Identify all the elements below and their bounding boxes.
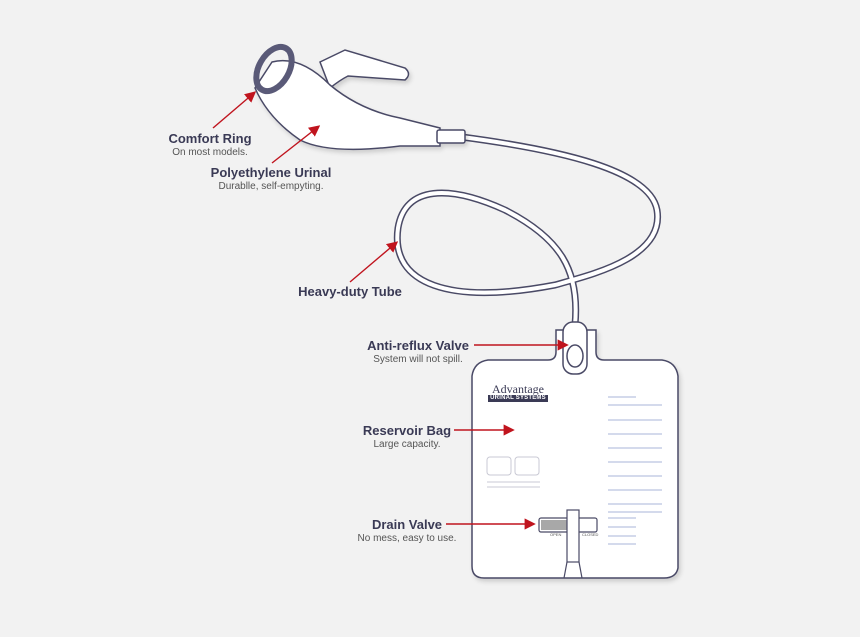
- brand-tagline: URINAL SYSTEMS: [488, 395, 548, 402]
- arrow-tube: [349, 241, 399, 283]
- brand-logo: Advantage URINAL SYSTEMS: [488, 383, 548, 402]
- callout-arrows: [212, 91, 569, 530]
- label-anti-reflux: Anti-reflux Valve System will not spill.: [358, 338, 478, 365]
- urinal-title: Polyethylene Urinal: [210, 165, 332, 180]
- anti-reflux-title: Anti-reflux Valve: [367, 338, 469, 353]
- anti-reflux-sub: System will not spill.: [373, 354, 463, 365]
- drain-valve: [538, 509, 598, 579]
- brand-name: Advantage: [492, 382, 544, 396]
- label-reservoir: Reservoir Bag Large capacity.: [355, 423, 459, 450]
- heavy-duty-tube: [393, 133, 661, 329]
- label-urinal: Polyethylene Urinal Durablle, self-empyt…: [200, 165, 342, 192]
- label-tube: Heavy-duty Tube: [290, 284, 410, 299]
- label-comfort-ring: Comfort Ring On most models.: [160, 131, 260, 158]
- arrow-urinal: [271, 125, 321, 164]
- arrow-comfort-ring: [212, 91, 257, 129]
- anti-reflux-valve: [562, 321, 588, 375]
- comfort-ring: [253, 43, 295, 95]
- reservoir-bag: [471, 329, 679, 579]
- label-drain: Drain Valve No mess, easy to use.: [352, 517, 462, 544]
- volume-gauge: [608, 396, 662, 545]
- comfort-ring-sub: On most models.: [172, 147, 248, 158]
- drain-sub: No mess, easy to use.: [357, 533, 457, 544]
- bag-label-boxes: [486, 456, 540, 488]
- polyethylene-urinal: [254, 49, 466, 151]
- drain-title: Drain Valve: [371, 517, 443, 532]
- urinal-sub: Durablle, self-empyting.: [218, 181, 324, 192]
- tube-title: Heavy-duty Tube: [298, 284, 402, 299]
- comfort-ring-title: Comfort Ring: [168, 131, 252, 146]
- valve-open-label: OPEN: [550, 532, 562, 537]
- reservoir-title: Reservoir Bag: [362, 423, 452, 438]
- valve-closed-label: CLOSED: [582, 532, 599, 537]
- reservoir-sub: Large capacity.: [373, 439, 441, 450]
